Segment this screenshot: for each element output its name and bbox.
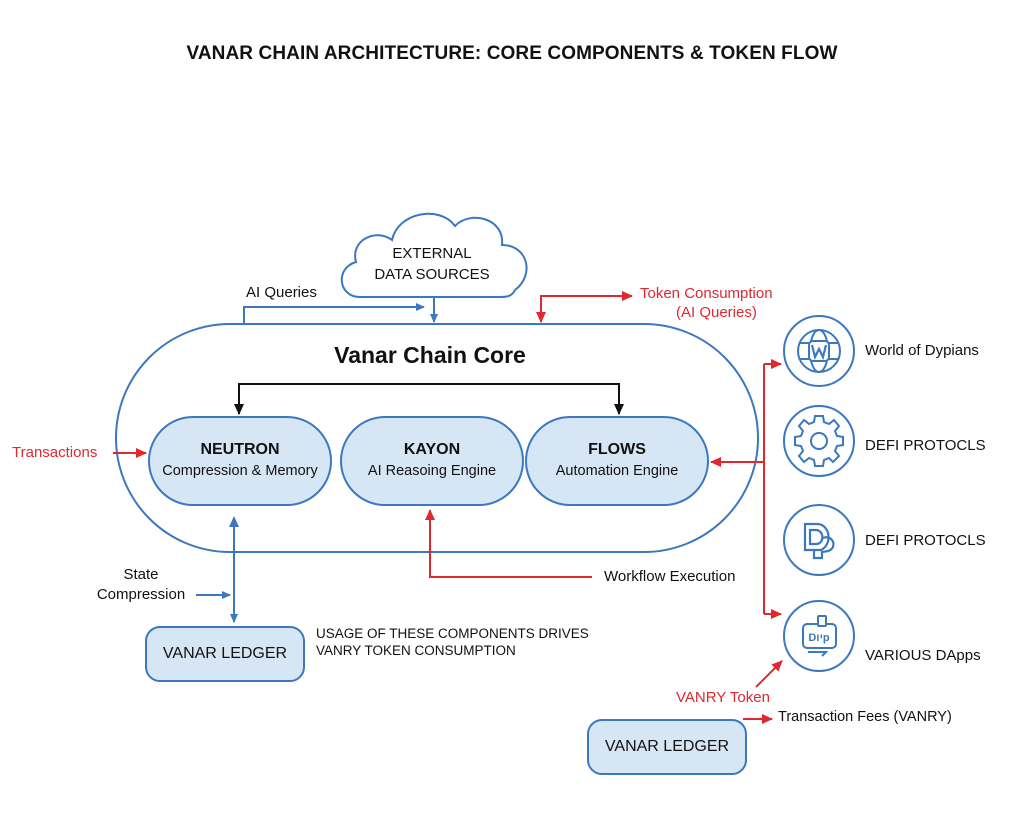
cloud-label-line2: DATA SOURCES bbox=[374, 266, 490, 283]
flows-name: FLOWS bbox=[588, 441, 646, 458]
vanry-token-label: VANRY Token bbox=[676, 689, 770, 706]
kayon-name: KAYON bbox=[403, 441, 461, 458]
neutron-label: NEUTRON Compression & Memory bbox=[149, 441, 331, 479]
dp-logo-icon bbox=[803, 522, 835, 560]
state-compression-label: State Compression bbox=[94, 566, 188, 604]
token-consumption-arrow bbox=[540, 291, 633, 320]
vanry-token-arrow bbox=[755, 660, 783, 688]
app-label-defi-1: DEFI PROTOCLS bbox=[865, 437, 986, 454]
usage-note-line2: VANRY TOKEN CONSUMPTION bbox=[316, 643, 516, 658]
workflow-execution-label: Workflow Execution bbox=[604, 568, 736, 585]
core-distribution-line bbox=[238, 383, 620, 411]
workflow-execution-line bbox=[425, 509, 592, 578]
neutron-pill bbox=[148, 416, 332, 506]
neutron-name: NEUTRON bbox=[200, 441, 280, 458]
core-title: Vanar Chain Core bbox=[334, 342, 526, 368]
state-compression-line2: Compression bbox=[96, 586, 186, 604]
ai-queries-arrow bbox=[243, 303, 425, 324]
app-circle-dapps bbox=[783, 600, 855, 672]
token-consumption-label: Token Consumption bbox=[640, 285, 773, 302]
kayon-subtitle: AI Reasoing Engine bbox=[367, 463, 497, 479]
kayon-pill bbox=[340, 416, 524, 506]
neutron-subtitle: Compression & Memory bbox=[162, 463, 318, 479]
diagram-title: VANAR CHAIN ARCHITECTURE: CORE COMPONENT… bbox=[186, 43, 838, 64]
ai-queries-label: AI Queries bbox=[246, 284, 317, 301]
kayon-label: KAYON AI Reasoing Engine bbox=[341, 441, 523, 479]
flows-label: FLOWS Automation Engine bbox=[526, 441, 708, 479]
usage-note: USAGE OF THESE COMPONENTS DRIVES VANRY T… bbox=[316, 625, 589, 659]
token-consumption-sublabel: (AI Queries) bbox=[676, 304, 757, 321]
cloud-shape bbox=[340, 212, 528, 298]
flows-subtitle: Automation Engine bbox=[555, 463, 679, 479]
dapp-icon bbox=[802, 615, 837, 657]
cloud-label-line1: EXTERNAL bbox=[392, 245, 472, 262]
dapp-icon-text: Dיוp bbox=[808, 632, 830, 644]
ledger-left-label: VANAR LEDGER bbox=[162, 645, 288, 662]
flows-pill bbox=[525, 416, 709, 506]
ledger-box-left bbox=[145, 626, 305, 682]
app-label-dapps: VARIOUS DApps bbox=[865, 647, 981, 664]
app-label-world: World of Dypians bbox=[865, 342, 979, 359]
transactions-label: Transactions bbox=[12, 444, 98, 461]
state-compression-line1: State bbox=[123, 566, 159, 583]
gear-icon bbox=[794, 415, 844, 467]
app-circle-defi-2 bbox=[783, 504, 855, 576]
app-label-defi-2: DEFI PROTOCLS bbox=[865, 532, 986, 549]
globe-w-icon bbox=[797, 329, 841, 373]
usage-note-line1: USAGE OF THESE COMPONENTS DRIVES bbox=[316, 626, 589, 641]
ledger-bottom-label: VANAR LEDGER bbox=[604, 738, 730, 755]
ledger-box-bottom bbox=[587, 719, 747, 775]
transaction-fees-label: Transaction Fees (VANRY) bbox=[778, 709, 952, 725]
cloud-label: EXTERNAL DATA SOURCES bbox=[352, 243, 512, 285]
core-container bbox=[115, 323, 759, 553]
